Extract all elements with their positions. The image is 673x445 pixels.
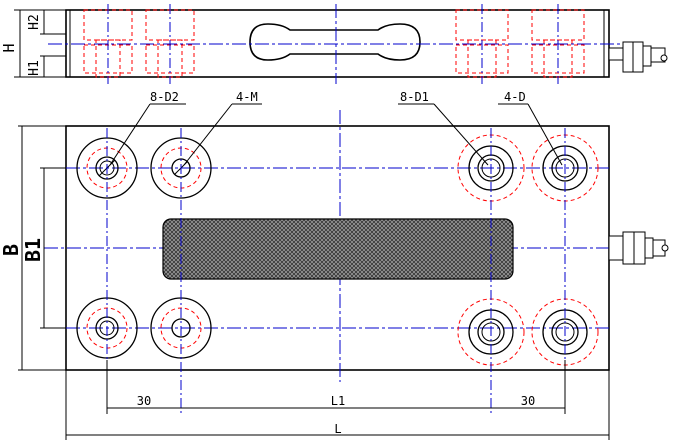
dim-l: L [334, 422, 341, 436]
width-dimensions [18, 125, 66, 371]
callout-8-d1: 8-D1 [400, 90, 429, 104]
plan-view: 8-D2 4-M 8-D1 4-D B B1 30 L1 30 L [0, 90, 669, 440]
dim-30-left: 30 [137, 394, 151, 408]
label-b: B [0, 244, 23, 256]
label-h2: H2 [27, 14, 42, 30]
label-b1: B1 [21, 238, 45, 262]
height-dimension [14, 9, 66, 78]
label-h1: H1 [27, 60, 42, 76]
side-view: H H2 H1 [0, 4, 668, 84]
strain-gauge-pocket [162, 218, 514, 280]
callout-leaders [109, 103, 563, 166]
label-h: H [0, 43, 18, 52]
dim-30-right: 30 [521, 394, 535, 408]
plan-cable-connector [608, 231, 669, 265]
callout-4-m: 4-M [236, 90, 258, 104]
callout-8-d2: 8-D2 [150, 90, 179, 104]
callout-4-d: 4-D [504, 90, 526, 104]
side-dogbone-slot [249, 23, 421, 61]
length-dimensions [65, 360, 610, 440]
side-cable-connector [608, 41, 668, 73]
dim-l1: L1 [331, 394, 345, 408]
